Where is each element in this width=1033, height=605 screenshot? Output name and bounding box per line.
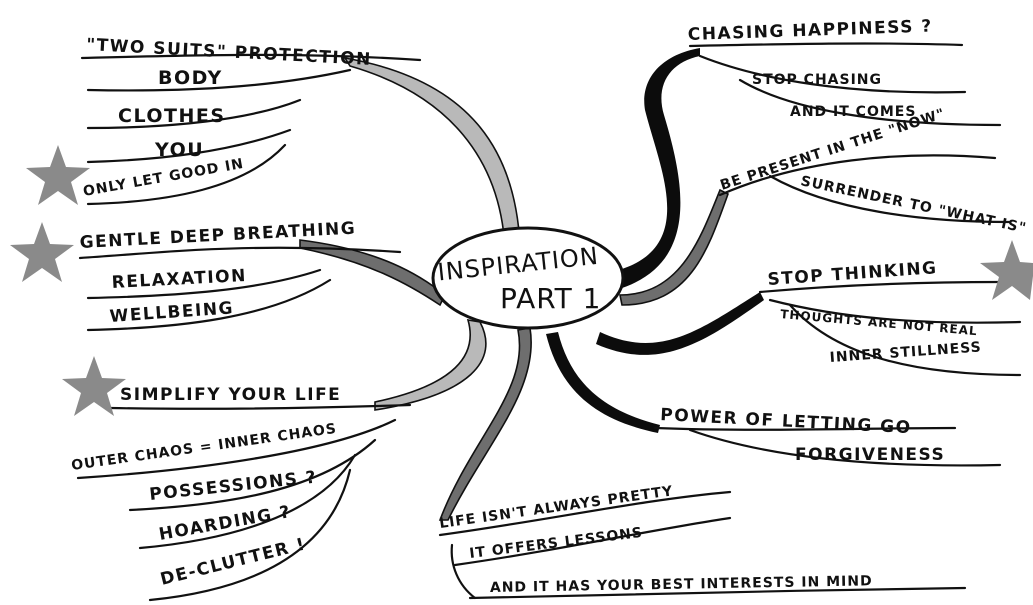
label-thoughts: THOUGHTS ARE NOT REAL [780, 307, 978, 338]
star-icon [10, 222, 74, 282]
branch-thinking [596, 292, 764, 355]
branch-two-suits [343, 56, 521, 249]
underline-body [86, 68, 352, 92]
underline-wellbeing [86, 278, 332, 332]
underline-stop-chasing [698, 54, 967, 94]
underline-simplify [108, 403, 412, 410]
label-surrender: SURRENDER TO "WHAT IS" [799, 173, 1028, 237]
branch-happiness [612, 48, 700, 290]
underline-best-interests [468, 586, 967, 600]
label-best-interests: AND IT HAS YOUR BEST INTERESTS IN MIND [490, 573, 873, 596]
underline-thoughts [768, 298, 1022, 324]
underline-life [438, 490, 732, 537]
underline-relaxation [86, 268, 322, 300]
branch-letting-go [546, 332, 660, 433]
underline-happiness [688, 42, 964, 48]
underline-clothes [86, 98, 302, 130]
star-icon [26, 145, 90, 205]
underline-good-in [86, 143, 287, 206]
label-stop-chasing: STOP CHASING [752, 72, 882, 88]
label-it-comes: AND IT COMES [790, 104, 916, 120]
label-simplify: SIMPLIFY YOUR LIFE [120, 385, 341, 405]
label-stillness: INNER STILLNESS [829, 339, 982, 366]
underline-stillness [788, 303, 1022, 377]
underline-breathing [78, 246, 402, 260]
underline-forgiveness [688, 428, 1002, 467]
label-lessons: IT OFFERS LESSONS [469, 525, 644, 562]
underline-declutter [148, 468, 352, 602]
label-two-suits: "TWO SUITS" PROTECTION [86, 35, 373, 70]
label-forgiveness: FORGIVENESS [795, 445, 945, 465]
underline-you [86, 128, 292, 164]
underline-chaos [76, 418, 397, 480]
underline-lessons [453, 516, 732, 567]
label-body: BODY [158, 67, 223, 89]
label-good-in: ONLY LET GOOD IN [82, 156, 245, 200]
underline-two-suits [80, 53, 422, 62]
underline-hoarding [138, 453, 357, 550]
underline-present [718, 154, 997, 197]
label-happiness: CHASING HAPPINESS ? [687, 16, 933, 45]
label-clothes: CLOTHES [118, 105, 226, 127]
branch-present [619, 188, 729, 306]
label-you: YOU [154, 139, 204, 161]
underline-it-comes [738, 78, 1002, 127]
label-wellbeing: WELLBEING [109, 298, 235, 327]
connector-life [450, 543, 477, 600]
center-node [431, 226, 625, 330]
branch-simplify [374, 319, 487, 411]
branch-life [438, 327, 532, 521]
label-hoarding: HOARDING ? [157, 502, 292, 545]
center-title-line2: PART 1 [500, 282, 601, 315]
star-icon [62, 356, 126, 416]
underline-thinking [758, 280, 1002, 294]
star-icon [980, 240, 1033, 300]
underline-letting-go [653, 426, 957, 431]
underline-surrender [768, 174, 1012, 224]
